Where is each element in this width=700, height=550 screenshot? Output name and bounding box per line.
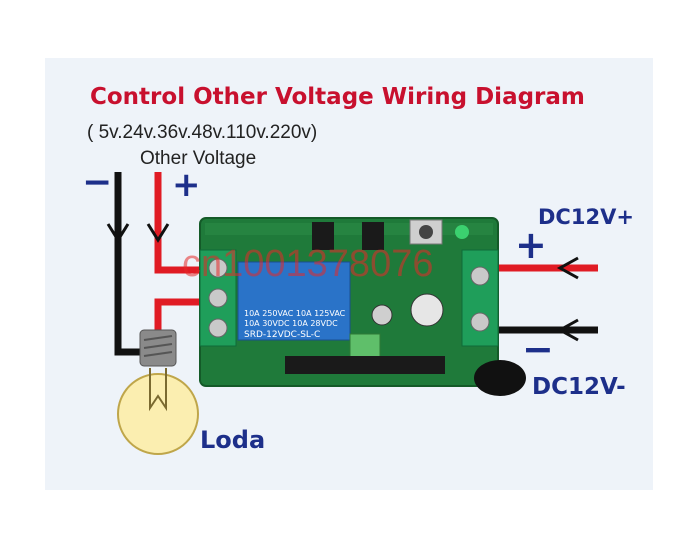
arrow-down-left-black bbox=[106, 223, 130, 243]
voltage-range-subtitle: ( 5v.24v.36v.48v.110v.220v) bbox=[87, 122, 318, 143]
arrow-left-black bbox=[556, 318, 579, 342]
relay-rating-1: 10A 250VAC 10A 125VAC bbox=[244, 309, 346, 318]
relay bbox=[237, 261, 351, 341]
dc-negative-label: DC12V- bbox=[532, 374, 626, 400]
ic-chip-1 bbox=[312, 222, 334, 250]
minus-symbol-left: − bbox=[82, 162, 113, 203]
terminal-block-right bbox=[461, 249, 499, 347]
minus-symbol-right: − bbox=[522, 327, 554, 371]
diagram-title: Control Other Voltage Wiring Diagram bbox=[90, 84, 585, 110]
watermark-text: cn1001378076 bbox=[182, 243, 434, 285]
dc-positive-label: DC12V+ bbox=[538, 205, 634, 229]
light-bulb-icon bbox=[117, 329, 199, 455]
plus-symbol-left: + bbox=[172, 165, 201, 205]
relay-model: SRD-12VDC-SL-C bbox=[244, 330, 320, 340]
black-wire-left bbox=[114, 172, 152, 356]
relay-rating-2: 10A 30VDC 10A 28VDC bbox=[244, 319, 338, 328]
arrow-down-red bbox=[146, 223, 170, 243]
ic-chip-2 bbox=[362, 222, 384, 250]
load-label: Loda bbox=[200, 426, 266, 454]
antenna-coil bbox=[474, 360, 526, 396]
arrow-left-red bbox=[556, 256, 579, 280]
pin-header bbox=[285, 356, 445, 374]
green-connector bbox=[349, 333, 381, 359]
capacitor-1 bbox=[410, 293, 444, 327]
red-wire-supply bbox=[154, 172, 210, 274]
other-voltage-label: Other Voltage bbox=[140, 148, 257, 169]
green-led bbox=[455, 225, 469, 239]
capacitor-2 bbox=[371, 304, 393, 326]
red-wire-load bbox=[154, 298, 210, 330]
plus-symbol-right: + bbox=[515, 223, 547, 267]
